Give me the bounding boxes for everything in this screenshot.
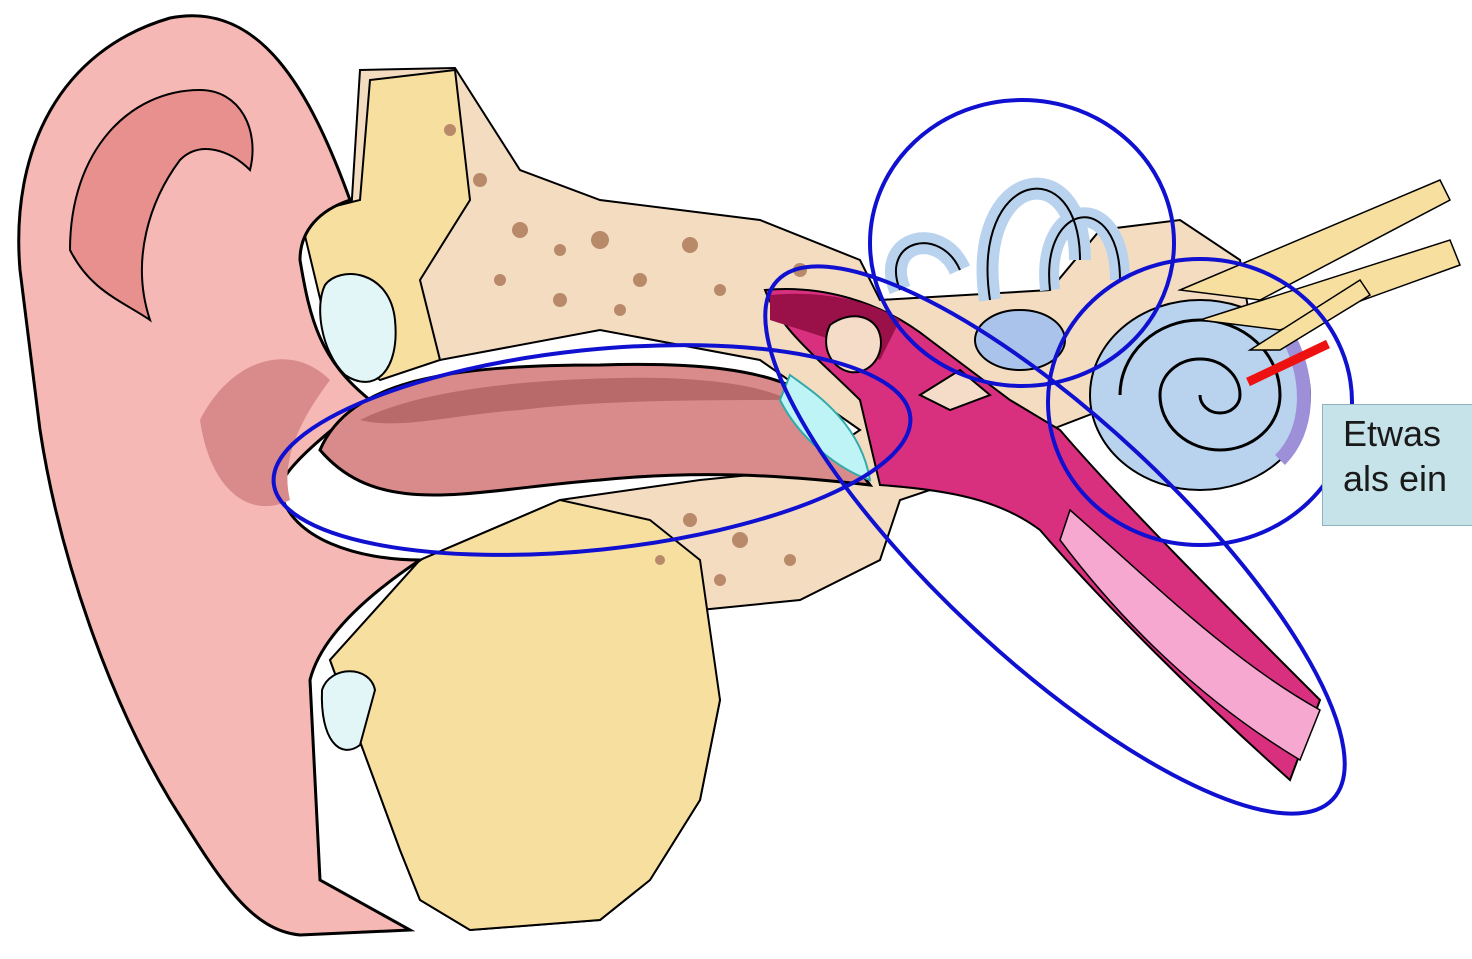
- vestibule: [975, 310, 1065, 370]
- callout-box: Etwas als ein: [1322, 404, 1472, 526]
- callout-line-1: Etwas: [1343, 411, 1472, 456]
- callout-line-2: als ein: [1343, 456, 1472, 501]
- eustachian-tube: [1060, 510, 1320, 760]
- ossicles: [826, 316, 881, 372]
